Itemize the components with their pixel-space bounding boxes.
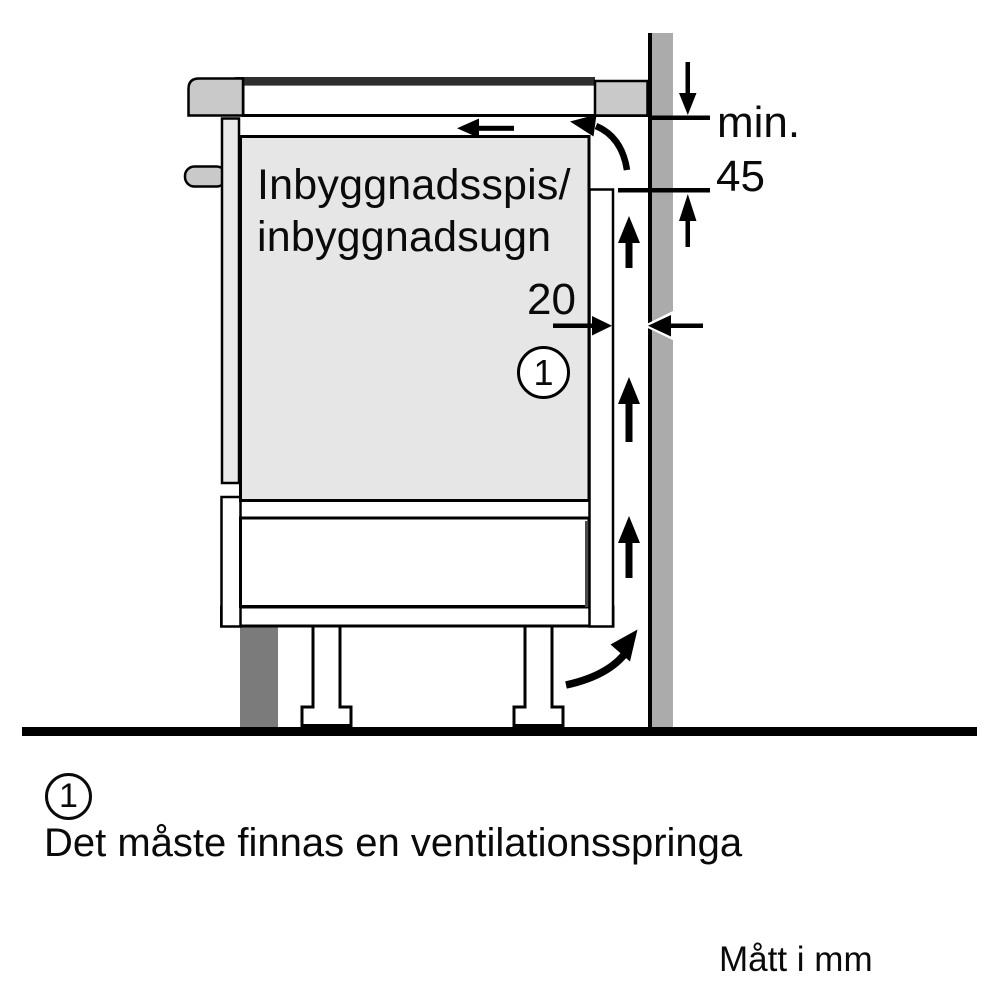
dimension-arrow-up-icon [679,194,697,247]
cooktop-right-trim [593,79,649,117]
cabinet-bottom-panel [220,605,615,628]
gap-dimension-arrow-left-icon [643,308,703,343]
wall-edge-line [648,33,652,727]
airflow-curved-arrow-bottom-icon [565,629,638,689]
airflow-up-arrow-lower-icon [618,516,640,578]
legend-caption: Det måste finnas en ventilationsspringa [44,821,743,865]
wall [652,33,673,727]
min-clearance-value: 45 [716,152,765,201]
oven-body [239,135,591,502]
cabinet-leg-left [300,624,353,727]
gap-dimension-arrow-right-icon [553,316,612,336]
units-note: Mått i mm [719,940,873,979]
cabinet-side-panel [588,188,615,628]
dimension-tick-bottom [618,188,710,193]
airflow-curved-arrow-top-icon [570,114,631,171]
drawer-box [239,516,591,608]
airflow-left-arrow-icon [457,118,514,138]
dimension-tick-top [652,115,710,120]
legend-callout-circle: 1 [45,773,92,820]
appliance-label-line1: Inbyggnadsspis/ [257,161,571,209]
airflow-up-arrow-middle-icon [618,377,640,442]
oven-handle [183,165,228,188]
callout-circle [517,346,570,399]
plinth [240,627,278,727]
airflow-up-arrow-top-icon [618,216,640,268]
appliance-label-line2: inbyggnadsugn [257,213,552,261]
cooktop-body [241,82,649,117]
cooktop-glass-surface [235,77,595,85]
legend-callout-number: 1 [59,777,78,815]
oven-door [220,117,241,485]
cabinet-leg-right [512,624,565,727]
dimension-arrow-down-icon [679,62,697,115]
floor-line [22,727,977,736]
min-clearance-label: min. [717,98,801,147]
vent-gap-value: 20 [527,275,576,324]
callout-number: 1 [533,352,554,393]
cabinet-front-panel [220,495,242,628]
cooktop-left-trim [187,77,245,117]
